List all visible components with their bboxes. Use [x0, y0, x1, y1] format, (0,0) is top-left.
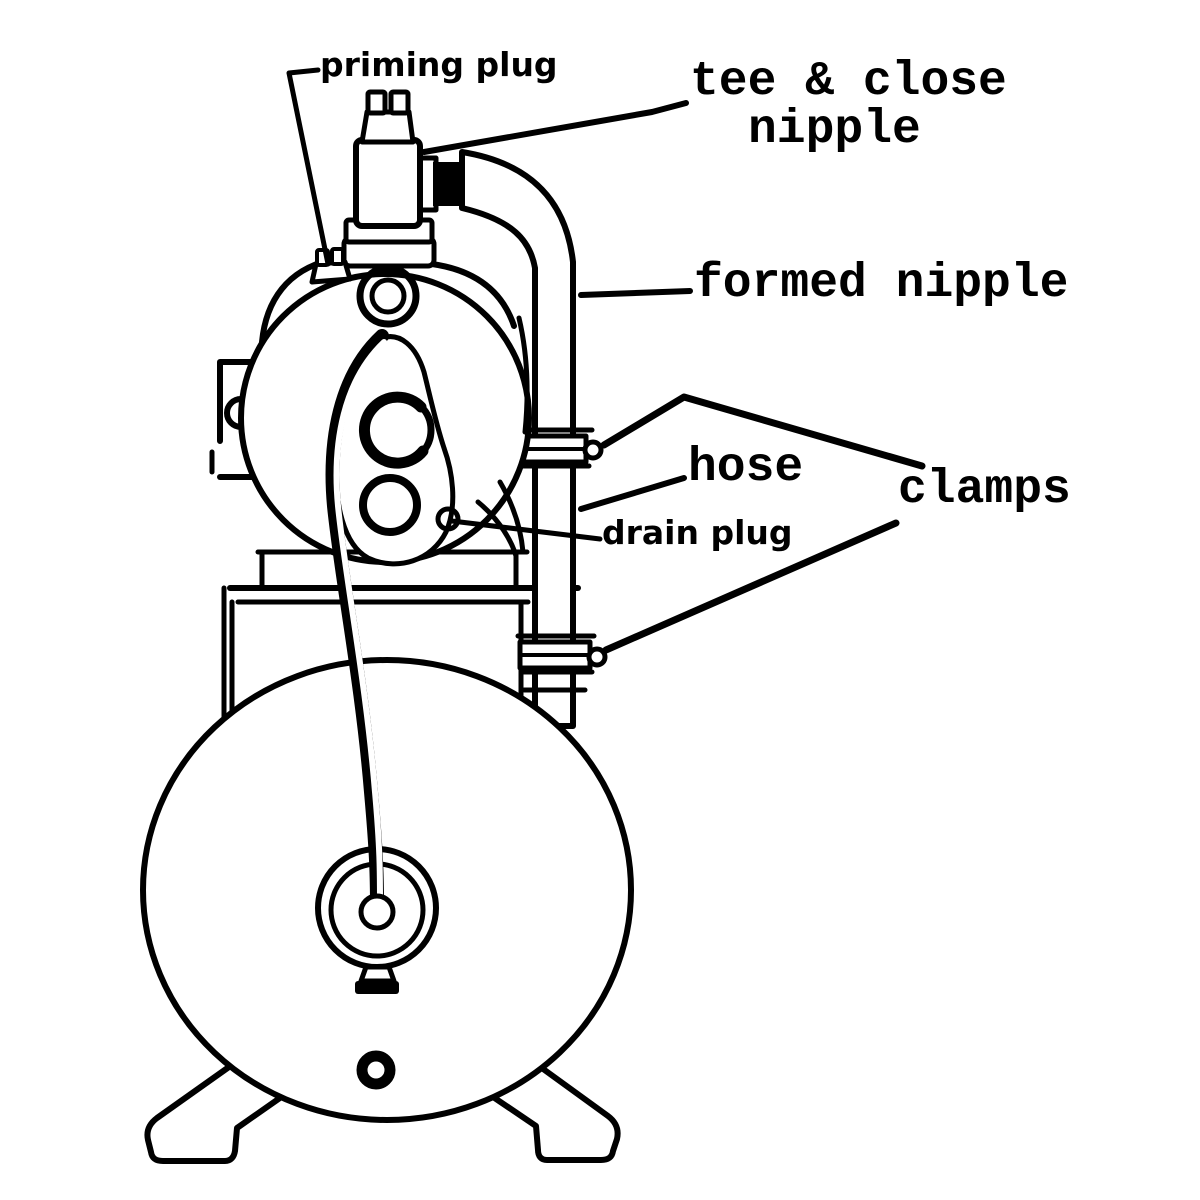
drain-plug-port	[435, 506, 461, 532]
top-port-inner	[369, 277, 407, 315]
close-nipple	[433, 162, 463, 206]
label-hose: hose	[688, 441, 804, 495]
tee-top-plug-notch-2	[388, 89, 411, 116]
mid-port-heavy-arc	[358, 391, 429, 469]
leader-lines	[286, 67, 926, 654]
hose-outline	[325, 329, 389, 913]
formed-nipple-leader	[578, 288, 693, 298]
lower-port	[359, 474, 421, 536]
pump-right-shoulder	[429, 261, 517, 329]
hub-foot-pad	[355, 981, 399, 994]
bracket-outline	[217, 359, 255, 444]
clamps-lower-leader	[602, 519, 900, 654]
label-tee-close-line2: nipple	[748, 103, 921, 157]
label-clamps: clamps	[898, 463, 1071, 517]
hub-center-boss	[358, 893, 396, 931]
pump-head	[238, 257, 532, 591]
hose-tube	[325, 329, 389, 913]
clamps-upper-leader	[600, 393, 926, 470]
hub-foot-neck	[358, 964, 397, 984]
label-priming-plug: priming plug	[320, 45, 558, 84]
hose-leader	[578, 475, 687, 512]
corner-line-2	[497, 479, 526, 555]
tee-top-plug	[359, 109, 416, 145]
formed-nipple-pipe	[459, 149, 576, 729]
clamp-lower	[515, 633, 608, 693]
pump-right-edge	[516, 315, 530, 435]
tee-assembly	[309, 89, 463, 285]
priming-plug-notch-2	[330, 247, 345, 266]
tank-drain-ring	[356, 1050, 396, 1090]
clamp-upper-bolt	[582, 439, 604, 461]
hose-core	[333, 339, 387, 907]
corner-line-1	[475, 499, 519, 559]
tee-close-nipple-leader	[421, 100, 689, 155]
drain-plug-leader	[449, 518, 603, 542]
tee-top-plug-notch-1	[365, 89, 388, 116]
tee-body	[353, 137, 423, 229]
label-tee-close-line1: tee & close	[690, 55, 1007, 109]
priming-plug-leader	[286, 67, 331, 267]
label-formed-nipple: formed nipple	[694, 257, 1069, 311]
label-drain-plug: drain plug	[602, 513, 793, 552]
clamp-lower-bolt	[586, 646, 608, 668]
pump-pedestal	[221, 585, 581, 721]
